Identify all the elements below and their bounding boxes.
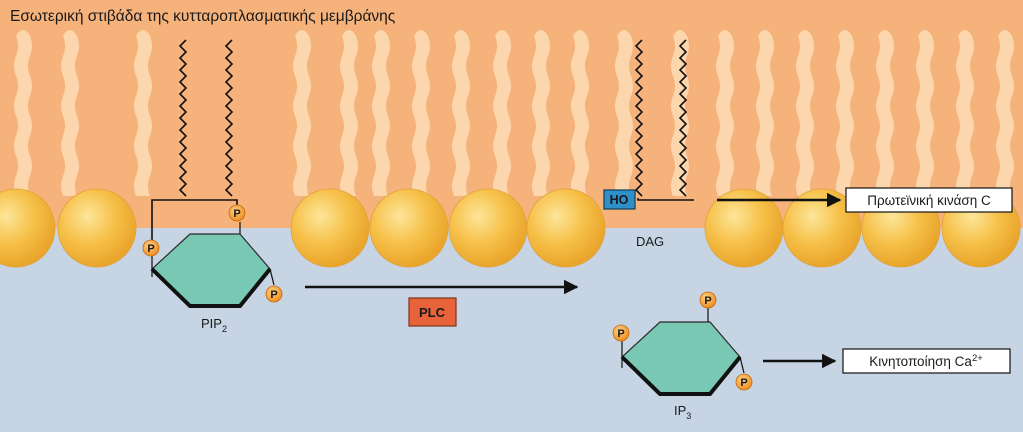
phospholipid-head bbox=[526, 188, 606, 268]
lipid-tail bbox=[671, 30, 689, 196]
lipid-tail bbox=[412, 30, 430, 196]
lipid-tail bbox=[493, 30, 511, 196]
lipid-tail bbox=[916, 30, 934, 196]
svg-text:HO: HO bbox=[610, 193, 629, 207]
pip2-inositol-ring bbox=[150, 222, 275, 308]
lipid-tail bbox=[452, 30, 470, 196]
svg-text:Κινητοποίηση Ca2+: Κινητοποίηση Ca2+ bbox=[869, 353, 983, 369]
plc-enzyme-badge: PLC bbox=[408, 297, 457, 327]
dag-backbone bbox=[637, 198, 694, 201]
hydroxyl-badge: HO bbox=[603, 189, 636, 210]
lipid-tail bbox=[716, 30, 734, 196]
lipid-tail bbox=[756, 30, 774, 196]
lipid-tails bbox=[14, 30, 1014, 196]
phosphate-icon: P bbox=[699, 291, 717, 309]
lipid-tail bbox=[340, 30, 358, 196]
svg-text:P: P bbox=[617, 328, 624, 340]
calcium-target-box: Κινητοποίηση Ca2+ bbox=[842, 348, 1011, 374]
svg-text:P: P bbox=[270, 289, 277, 301]
phospholipid-head bbox=[369, 188, 449, 268]
ip3-label: IP3 bbox=[674, 403, 691, 421]
phosphate-icon: P bbox=[142, 239, 160, 257]
pip2-fatty-acid-chain bbox=[178, 39, 188, 197]
phospholipid-head bbox=[448, 188, 528, 268]
lipid-tail bbox=[956, 30, 974, 196]
svg-text:PLC: PLC bbox=[419, 305, 446, 320]
lipid-tail bbox=[836, 30, 854, 196]
pip2-label: PIP2 bbox=[201, 316, 227, 334]
svg-text:Πρωτεϊνική κινάση C: Πρωτεϊνική κινάση C bbox=[867, 193, 991, 208]
lipid-tail bbox=[532, 30, 550, 196]
svg-text:P: P bbox=[233, 208, 240, 220]
membrane-title: Εσωτερική στιβάδα της κυτταροπλασματικής… bbox=[10, 8, 395, 25]
phosphate-icon: P bbox=[612, 324, 630, 342]
pip2-fatty-acid-chain bbox=[224, 39, 234, 197]
lipid-tail bbox=[61, 30, 79, 196]
lipid-tail bbox=[14, 30, 32, 196]
svg-text:P: P bbox=[740, 377, 747, 389]
phosphate-icon: P bbox=[265, 285, 283, 303]
phosphate-icon: P bbox=[735, 373, 753, 391]
phospholipid-head bbox=[290, 188, 370, 268]
svg-text:P: P bbox=[704, 295, 711, 307]
phospholipid-head bbox=[0, 188, 56, 268]
lipid-tail bbox=[996, 30, 1014, 196]
dag-fatty-acid-chain bbox=[678, 39, 688, 197]
dag-label: DAG bbox=[636, 234, 664, 249]
lipid-tail bbox=[876, 30, 894, 196]
lipid-tail bbox=[615, 30, 633, 196]
svg-text:P: P bbox=[147, 243, 154, 255]
dag-fatty-acid-chain bbox=[634, 39, 644, 197]
lipid-tail bbox=[796, 30, 814, 196]
pkc-target-box: Πρωτεϊνική κινάση C bbox=[845, 187, 1013, 213]
phospholipid-head bbox=[782, 188, 862, 268]
lipid-tail bbox=[293, 30, 311, 196]
lipid-tail bbox=[372, 30, 390, 196]
phosphate-icon: P bbox=[228, 204, 246, 222]
lipid-tail bbox=[134, 30, 152, 196]
phospholipid-head bbox=[57, 188, 137, 268]
lipid-tail bbox=[571, 30, 589, 196]
